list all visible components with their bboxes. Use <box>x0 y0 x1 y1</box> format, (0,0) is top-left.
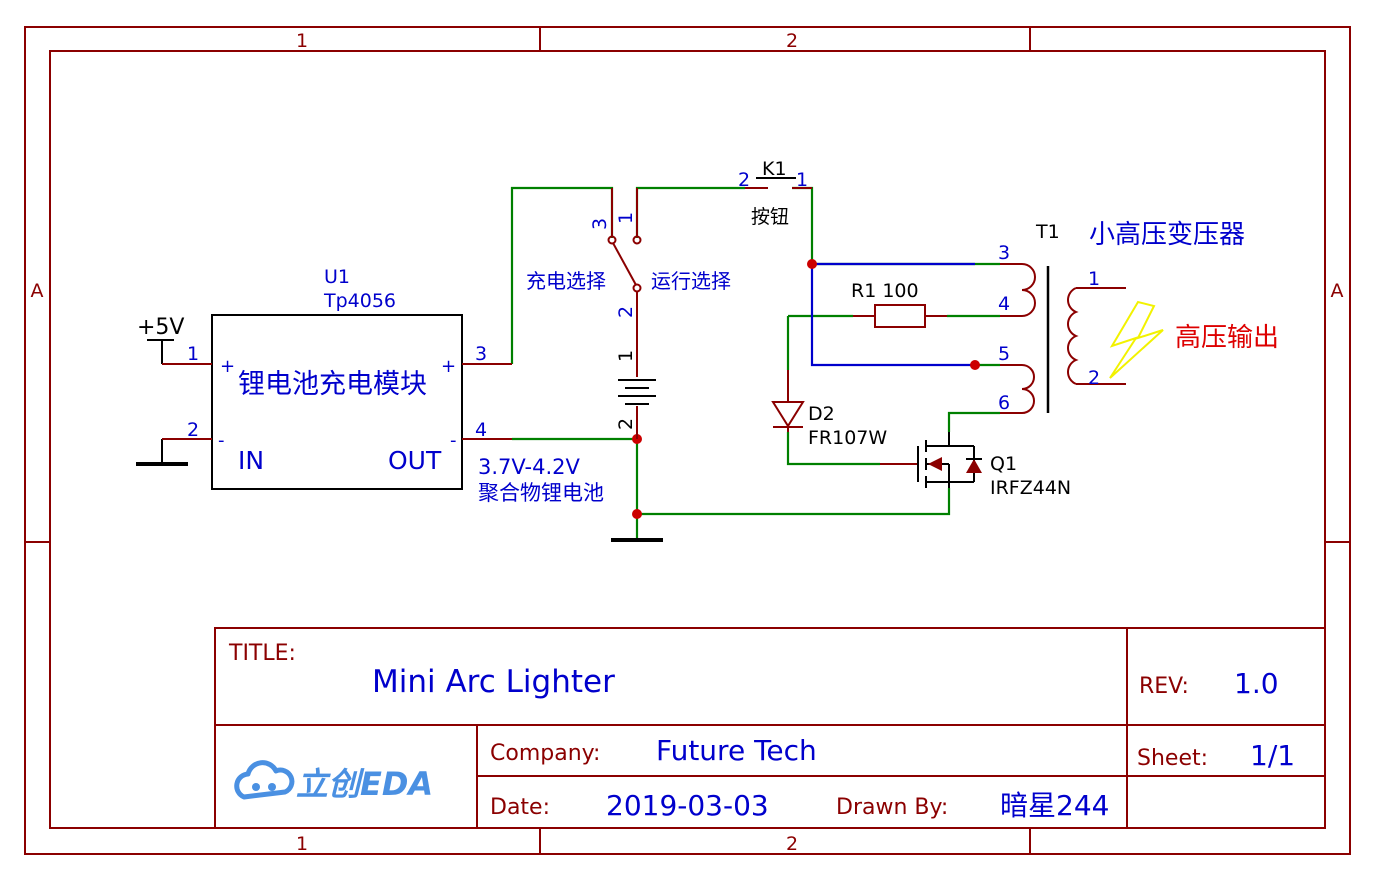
t1-pin-4: 4 <box>998 293 1010 315</box>
title-block: TITLE: Mini Arc Lighter REV: 1.0 Company… <box>214 627 1326 829</box>
t1-pin-3: 3 <box>998 242 1010 264</box>
battery: 1 2 3.7V-4.2V 聚合物锂电池 <box>478 344 656 505</box>
u1-pin-1: 1 <box>187 343 199 365</box>
u1-name: 锂电池充电模块 <box>238 369 427 400</box>
k1-ref: K1 <box>762 158 787 180</box>
date-label: Date: <box>490 795 550 820</box>
q1-value: IRFZ44N <box>990 477 1071 499</box>
col-label-top-2: 2 <box>786 30 798 52</box>
lightning-icon <box>1109 300 1164 379</box>
k1-pin-2: 2 <box>738 169 750 191</box>
q1-mosfet: Q1 IRFZ44N <box>880 432 1071 499</box>
q1-ref: Q1 <box>990 453 1017 475</box>
company-value: Future Tech <box>656 734 817 767</box>
hv-output-label: 高压输出 <box>1175 323 1279 353</box>
hv-spark: 高压输出 <box>1109 300 1279 379</box>
t1-transformer: T1 小高压变压器 3 4 5 6 1 2 <box>998 220 1245 414</box>
sheet-value: 1/1 <box>1250 739 1295 772</box>
power-5v-symbol: +5V <box>137 315 184 364</box>
u1-pin-2: 2 <box>187 419 199 441</box>
col-label-bottom-2: 2 <box>786 833 798 855</box>
row-label-left-a: A <box>31 280 44 302</box>
u1-minus-right: - <box>450 430 457 451</box>
col-label-bottom-1: 1 <box>296 833 308 855</box>
u1-ref: U1 <box>324 266 350 288</box>
rev-label: REV: <box>1139 674 1189 699</box>
date-value: 2019-03-03 <box>606 789 769 822</box>
u1-pin-4: 4 <box>475 419 487 441</box>
title-label: TITLE: <box>228 641 296 666</box>
u1-in-label: IN <box>238 446 264 475</box>
cloud-icon <box>234 760 295 800</box>
u1-out-label: OUT <box>388 446 442 475</box>
t1-pin-6: 6 <box>998 392 1010 414</box>
t1-pin-1: 1 <box>1088 268 1100 290</box>
switch-pin-3: 3 <box>589 218 611 230</box>
battery-pin-2: 2 <box>615 418 637 430</box>
u1-plus-right: + <box>441 356 456 377</box>
rev-value: 1.0 <box>1234 667 1279 700</box>
k1-pin-1: 1 <box>796 169 808 191</box>
u1-plus-left: + <box>220 356 235 377</box>
d2-ref: D2 <box>808 403 835 425</box>
k1-label: 按钮 <box>751 206 789 228</box>
battery-pin-1: 1 <box>615 350 637 362</box>
u1-pin-3: 3 <box>475 343 487 365</box>
u1-charging-module: U1 Tp4056 锂电池充电模块 IN OUT + - + - 1 2 3 4 <box>162 266 512 490</box>
battery-type: 聚合物锂电池 <box>478 481 604 505</box>
t1-ref: T1 <box>1035 221 1060 243</box>
switch-pin-1: 1 <box>615 212 637 224</box>
switch-label-run: 运行选择 <box>651 269 731 293</box>
junctions <box>632 259 980 519</box>
t1-pin-5: 5 <box>998 343 1010 365</box>
r1-resistor: R1 100 <box>851 280 947 328</box>
switch-pin-2: 2 <box>615 306 637 318</box>
blue-wires <box>810 262 975 367</box>
power-5v-label: +5V <box>137 315 184 340</box>
row-label-right-a: A <box>1331 280 1344 302</box>
lceda-logo: 立创EDA <box>234 760 433 803</box>
drawn-by-label: Drawn By: <box>836 795 948 820</box>
t1-name: 小高压变压器 <box>1089 220 1245 250</box>
sheet-label: Sheet: <box>1137 746 1208 771</box>
battery-voltage: 3.7V-4.2V <box>478 455 581 479</box>
r1-label: R1 100 <box>851 280 919 302</box>
company-label: Company: <box>490 741 600 766</box>
t1-pin-2: 2 <box>1088 367 1100 389</box>
d2-diode: D2 FR107W <box>771 370 887 449</box>
u1-minus-left: - <box>218 430 225 451</box>
d2-value: FR107W <box>808 427 887 449</box>
switch-label-charge: 充电选择 <box>526 269 606 293</box>
drawn-by-value: 暗星244 <box>1000 789 1109 822</box>
selector-switch: 3 1 2 充电选择 运行选择 <box>526 188 731 344</box>
col-label-top-1: 1 <box>296 30 308 52</box>
u1-value: Tp4056 <box>323 290 396 312</box>
ground-symbol-left <box>136 439 188 466</box>
k1-push-button: K1 2 1 按钮 <box>738 158 812 228</box>
logo-text: 立创EDA <box>296 765 433 803</box>
title-value: Mini Arc Lighter <box>372 664 615 700</box>
